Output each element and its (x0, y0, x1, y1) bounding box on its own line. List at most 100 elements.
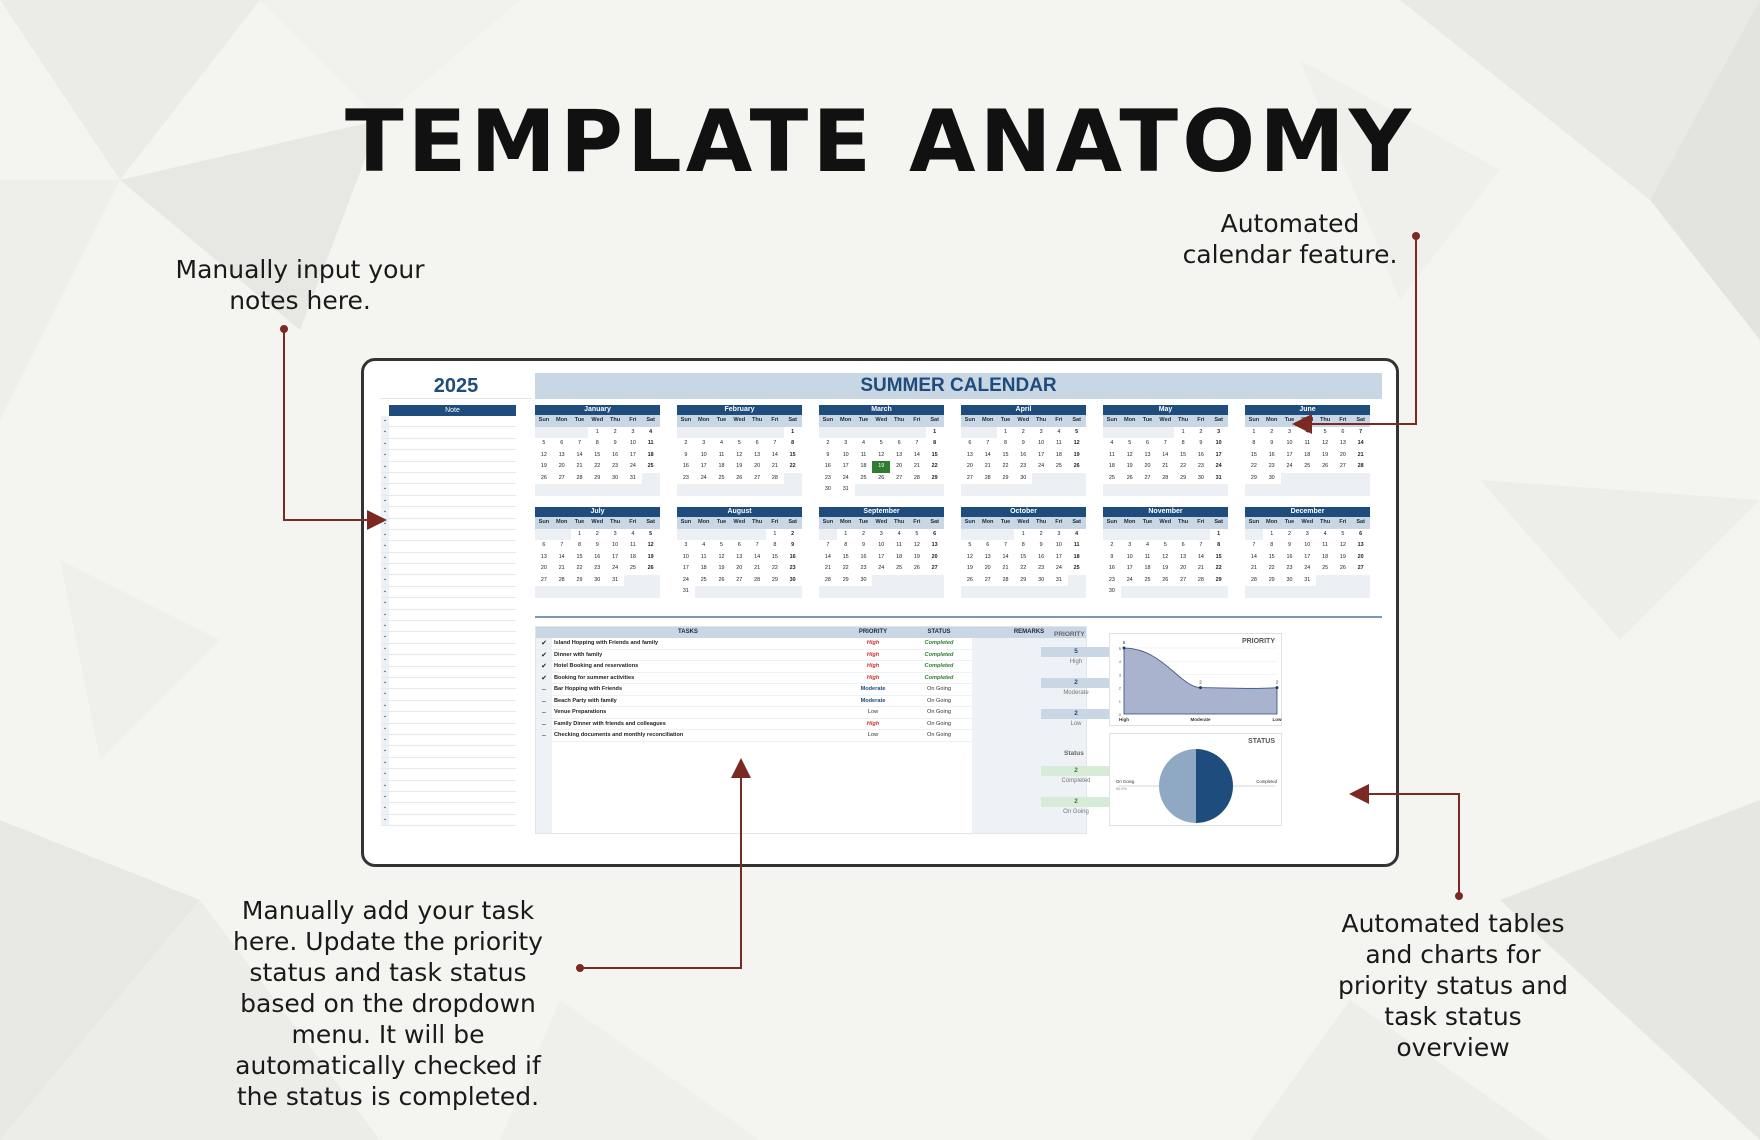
day-cell[interactable]: 3 (1128, 542, 1132, 548)
note-text-cell[interactable] (389, 519, 516, 529)
day-cell[interactable]: 14 (1162, 451, 1169, 458)
day-cell[interactable]: 30 (1038, 576, 1045, 583)
day-cell[interactable]: 6 (933, 530, 937, 537)
day-cell[interactable]: 22 (1020, 565, 1027, 571)
note-text-cell[interactable] (389, 655, 516, 665)
note-text-cell[interactable] (389, 621, 516, 631)
day-cell[interactable]: 17 (1055, 553, 1062, 560)
day-cell[interactable]: 3 (1217, 428, 1221, 435)
day-cell[interactable]: 28 (1357, 463, 1364, 469)
day-cell[interactable]: 19 (647, 553, 654, 560)
day-cell[interactable]: 6 (1341, 428, 1345, 435)
day-cell[interactable]: 7 (1252, 542, 1256, 548)
day-cell[interactable]: 25 (1144, 576, 1151, 583)
day-cell[interactable]: 10 (1286, 440, 1293, 446)
day-cell[interactable]: 12 (1073, 440, 1080, 446)
task-status-dropdown[interactable]: On Going (927, 709, 951, 715)
note-row[interactable]: ▪ (381, 518, 516, 530)
day-cell[interactable]: 8 (1021, 542, 1025, 548)
day-cell[interactable]: 28 (913, 474, 920, 481)
note-row[interactable]: ▪ (381, 598, 516, 610)
day-cell[interactable]: 15 (1250, 451, 1257, 458)
task-remarks-cell[interactable] (972, 638, 1086, 649)
day-cell[interactable]: 20 (966, 463, 973, 469)
day-cell[interactable]: 3 (613, 530, 617, 537)
day-cell[interactable]: 11 (630, 542, 636, 548)
day-cell[interactable]: 3 (631, 428, 635, 435)
day-cell[interactable]: 14 (558, 553, 565, 560)
day-cell[interactable]: 10 (1126, 553, 1133, 560)
day-cell[interactable]: 4 (719, 440, 723, 446)
day-cell[interactable]: 31 (1215, 474, 1222, 481)
note-row[interactable]: ▪ (381, 734, 516, 747)
day-cell[interactable]: 6 (1145, 440, 1149, 446)
day-cell[interactable]: 6 (560, 440, 564, 446)
day-cell[interactable]: 21 (984, 463, 991, 469)
day-cell[interactable]: 26 (966, 576, 973, 583)
note-row[interactable]: ▪ (381, 746, 516, 758)
note-text-cell[interactable] (389, 439, 516, 449)
day-cell[interactable]: 17 (1126, 565, 1133, 571)
day-cell[interactable]: 13 (736, 553, 743, 560)
task-priority-dropdown[interactable]: Moderate (860, 686, 886, 692)
day-cell[interactable]: 8 (1252, 440, 1256, 446)
day-cell[interactable]: 11 (1073, 542, 1080, 548)
note-row[interactable]: ▪ (381, 780, 516, 792)
day-cell[interactable]: 25 (896, 565, 903, 571)
day-cell[interactable]: 20 (1144, 463, 1151, 469)
day-cell[interactable]: 23 (1020, 463, 1027, 469)
task-status-dropdown[interactable]: Completed (924, 663, 954, 669)
day-cell[interactable]: 17 (700, 463, 707, 469)
day-cell[interactable]: 6 (542, 542, 546, 548)
day-cell[interactable]: 10 (1055, 542, 1062, 548)
day-cell[interactable]: 31 (842, 486, 849, 492)
note-text-cell[interactable] (389, 701, 516, 711)
day-cell[interactable]: 2 (1021, 428, 1025, 435)
day-cell[interactable]: 29 (1002, 474, 1009, 481)
day-cell[interactable]: 17 (1038, 451, 1045, 458)
day-cell[interactable]: 20 (984, 565, 991, 571)
day-cell[interactable]: 13 (984, 553, 991, 560)
day-cell[interactable]: 8 (1270, 542, 1274, 548)
day-cell[interactable]: 16 (1286, 553, 1293, 560)
day-cell[interactable]: 24 (1286, 463, 1293, 469)
day-cell[interactable]: 16 (824, 463, 831, 469)
day-cell[interactable]: 11 (718, 451, 725, 458)
task-name[interactable]: Dinner with family (554, 651, 603, 658)
task-name[interactable]: Booking for summer activities (554, 674, 635, 681)
day-cell[interactable]: 20 (540, 565, 547, 571)
day-cell[interactable]: 23 (682, 474, 689, 481)
day-cell[interactable]: 4 (1305, 428, 1309, 435)
note-text-cell[interactable] (389, 484, 516, 494)
day-cell[interactable]: 16 (682, 463, 689, 469)
day-cell[interactable]: 6 (986, 542, 990, 548)
note-text-cell[interactable] (389, 541, 516, 551)
day-cell[interactable]: 21 (1357, 451, 1364, 458)
day-cell[interactable]: 11 (860, 451, 867, 458)
day-cell[interactable]: 25 (700, 576, 707, 583)
day-cell[interactable]: 12 (1126, 451, 1133, 458)
task-name[interactable]: Checking documents and monthly reconcili… (554, 732, 684, 738)
day-cell[interactable]: 8 (595, 440, 599, 446)
day-cell[interactable]: 28 (1002, 576, 1009, 583)
day-cell[interactable]: 8 (933, 440, 937, 446)
day-cell[interactable]: 23 (612, 463, 619, 469)
note-row[interactable]: ▪ (381, 643, 516, 656)
note-text-cell[interactable] (389, 450, 516, 460)
note-text-cell[interactable] (389, 644, 516, 654)
day-cell[interactable]: 10 (878, 542, 885, 548)
day-cell[interactable]: 17 (878, 553, 885, 560)
day-cell[interactable]: 16 (594, 553, 601, 560)
day-cell[interactable]: 21 (1162, 463, 1169, 469)
day-cell[interactable]: 27 (1144, 474, 1151, 481)
day-cell[interactable]: 13 (754, 451, 761, 458)
day-cell[interactable]: 24 (1215, 463, 1222, 469)
day-cell[interactable]: 18 (1144, 565, 1151, 571)
day-cell[interactable]: 4 (1145, 542, 1149, 548)
day-cell[interactable]: 7 (773, 440, 777, 446)
task-priority-dropdown[interactable]: Low (867, 709, 879, 715)
